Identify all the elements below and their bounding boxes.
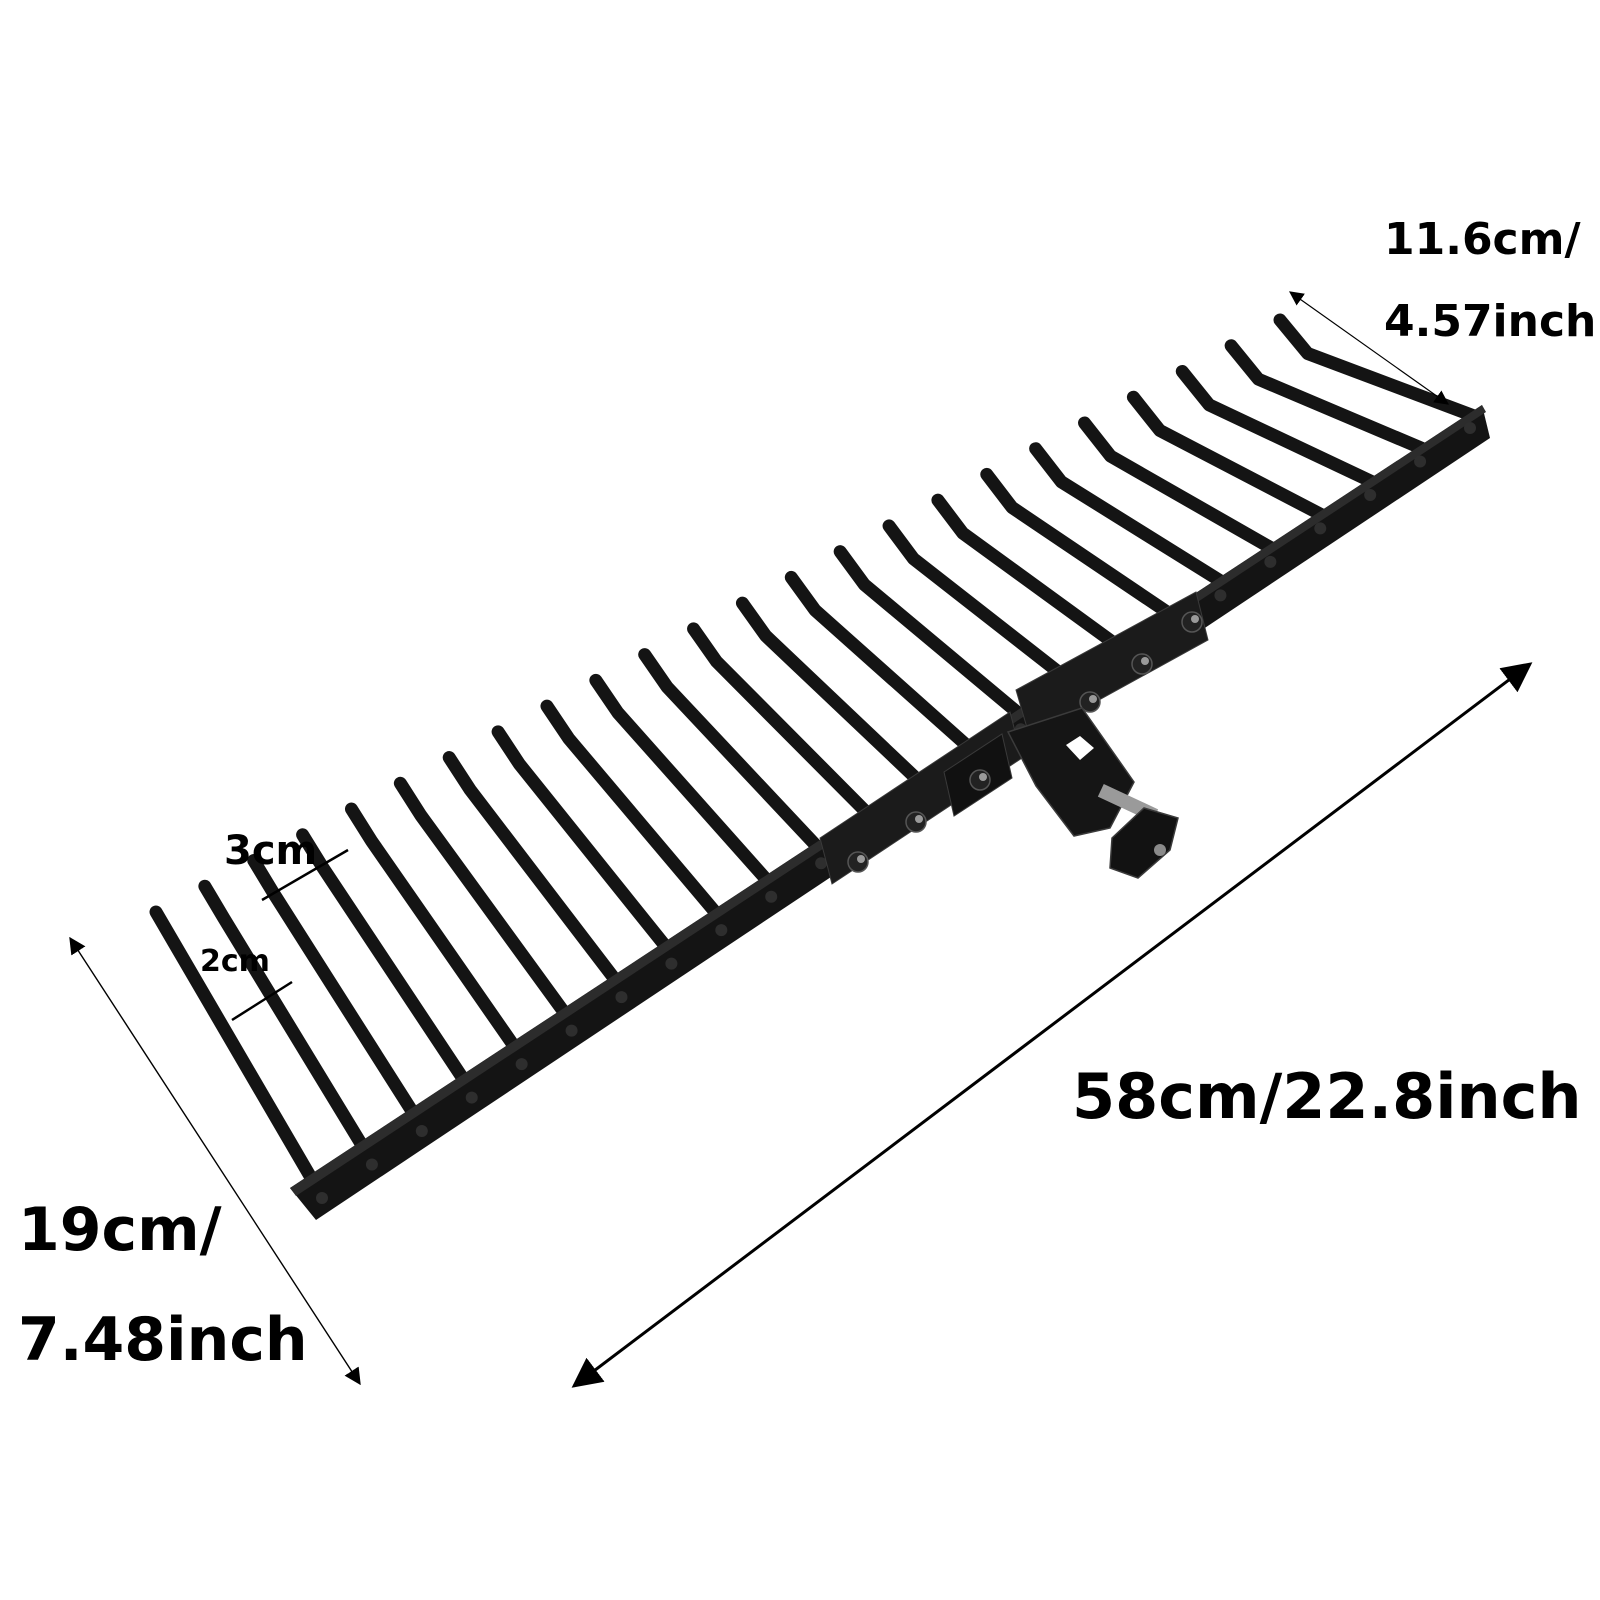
bolt-tip	[1089, 695, 1097, 703]
rake-bar-hole	[1314, 522, 1327, 535]
rake-tine	[247, 854, 418, 1117]
mount-knob-tip	[1154, 844, 1166, 856]
rake-bar-hole	[1414, 455, 1427, 468]
rake-bar-hole	[615, 991, 628, 1004]
rake-bar-hole	[415, 1125, 428, 1138]
bracket-bolt	[1181, 611, 1203, 633]
rake-tine	[296, 828, 469, 1084]
overall-length-label: 58cm/22.8inch	[1072, 1060, 1582, 1133]
bolt-tip	[915, 815, 923, 823]
bracket-bolt	[905, 811, 927, 833]
rake-bar-hole	[1214, 589, 1227, 602]
rake-bar-hole	[1464, 422, 1476, 434]
bracket-bolt	[847, 851, 869, 873]
bracket-bolt	[1131, 653, 1153, 675]
depth-label-inch: 7.48inch	[18, 1305, 308, 1375]
bolt-tip	[1191, 615, 1199, 623]
bolt-tip	[857, 855, 865, 863]
rake-bar-hole	[316, 1192, 328, 1204]
bolt-nut	[1181, 611, 1203, 633]
rake-bar-hole	[565, 1024, 578, 1037]
rake-tine	[344, 802, 519, 1051]
rake-tine	[393, 776, 570, 1018]
rake-tine	[931, 493, 1127, 654]
rake-bar-hole	[715, 924, 728, 937]
width-dimension-arrow	[1289, 291, 1449, 405]
rake-bar-hole	[365, 1158, 378, 1171]
length-dimension-arrow	[571, 662, 1533, 1388]
rake-tine	[1224, 339, 1430, 456]
spacing-3cm-line	[261, 848, 349, 902]
bolt-nut	[847, 851, 869, 873]
rake-tine	[491, 725, 671, 952]
tine-width-label-cm: 11.6cm/	[1384, 214, 1581, 265]
dimension-lines	[69, 291, 1533, 1388]
depth-dimension-arrow	[69, 936, 361, 1386]
rake-bar-hole	[665, 957, 678, 970]
rake-tine	[980, 467, 1177, 621]
rake-bar-hole	[765, 890, 778, 903]
mount-bracket-body	[1006, 707, 1135, 837]
rake-tine	[442, 751, 621, 985]
bolt-nut	[969, 769, 991, 791]
bolt-tip	[1141, 657, 1149, 665]
rake-bar-hole	[465, 1091, 478, 1104]
tine-width-label-inch: 4.57inch	[1384, 296, 1597, 347]
bolt-tip	[979, 773, 987, 781]
rake-tine	[882, 519, 1076, 687]
bolt-nut	[1131, 653, 1153, 675]
mount-knob	[1109, 807, 1179, 879]
rake-bar-hole	[515, 1058, 528, 1071]
rake-tines	[149, 313, 1481, 1183]
tine-spacing-inner-label: 2cm	[200, 944, 270, 979]
rake-tine	[1078, 416, 1279, 555]
rake-bar-hole	[1364, 488, 1377, 501]
depth-label-cm: 19cm/	[18, 1195, 222, 1265]
bracket-bolt	[969, 769, 991, 791]
mount-bracket	[1006, 707, 1179, 879]
rake-tine	[1175, 364, 1380, 489]
spacing-2cm-line	[231, 980, 293, 1022]
rake-tine	[198, 879, 368, 1150]
bolt-nut	[905, 811, 927, 833]
rake-tine	[1029, 442, 1228, 588]
tine-spacing-outer-label: 3cm	[224, 828, 318, 874]
rake-bar-hole	[1264, 555, 1277, 568]
rake-tine	[1126, 390, 1329, 522]
